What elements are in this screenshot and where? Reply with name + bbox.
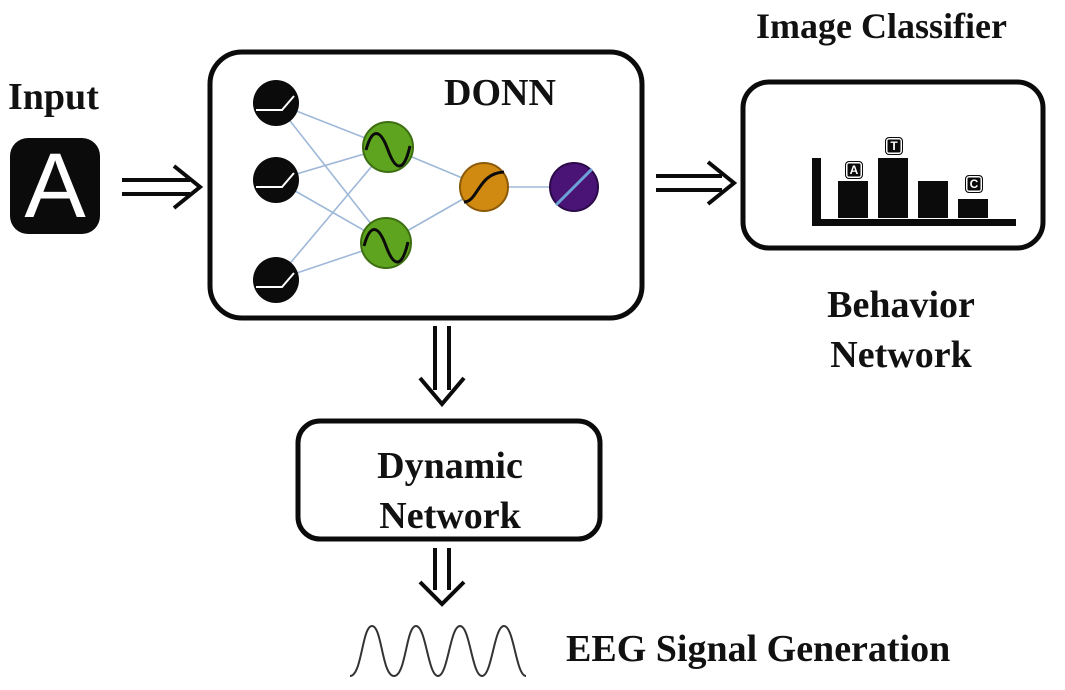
bar-tag-t: T [885, 137, 903, 155]
double-arrow-down-icon [418, 548, 466, 607]
bar-chart-icon [812, 158, 1016, 226]
input-label: Input [8, 76, 99, 118]
sigmoid-activation-icon [459, 162, 509, 212]
image-classifier-label: Image Classifier [756, 6, 1007, 46]
donn-box [207, 49, 645, 321]
behavior-network-label: Behavior Network [796, 280, 1006, 380]
connection-line [275, 102, 387, 244]
double-arrow-right-icon [122, 164, 204, 210]
dynamic-network-line-1: Dynamic [377, 445, 523, 487]
dynamic-network-box [295, 418, 603, 542]
ramp-activation-icon [253, 157, 299, 203]
dynamic-network-label: Dynamic Network [300, 441, 600, 541]
input-letter-tile: A [10, 138, 100, 234]
eeg-signal-generation-label: EEG Signal Generation [566, 628, 951, 670]
donn-label: DONN [444, 72, 556, 114]
network-connections [275, 102, 574, 281]
ramp-activation-icon [253, 257, 299, 303]
classifier-box [740, 79, 1046, 251]
connection-line [275, 146, 389, 281]
eeg-wave-icon [349, 624, 527, 678]
double-arrow-down-icon [418, 326, 466, 408]
bar-tag-a: A [845, 161, 863, 179]
bar-tag-c: C [965, 175, 983, 193]
behavior-network-line-1: Behavior [827, 284, 975, 326]
dynamic-network-line-2: Network [379, 495, 521, 537]
sine-activation-icon [360, 217, 412, 269]
behavior-network-line-2: Network [830, 334, 972, 376]
linear-activation-icon [549, 162, 599, 212]
ramp-activation-icon [253, 80, 299, 126]
sine-activation-icon [362, 121, 414, 173]
double-arrow-right-icon [656, 160, 738, 206]
